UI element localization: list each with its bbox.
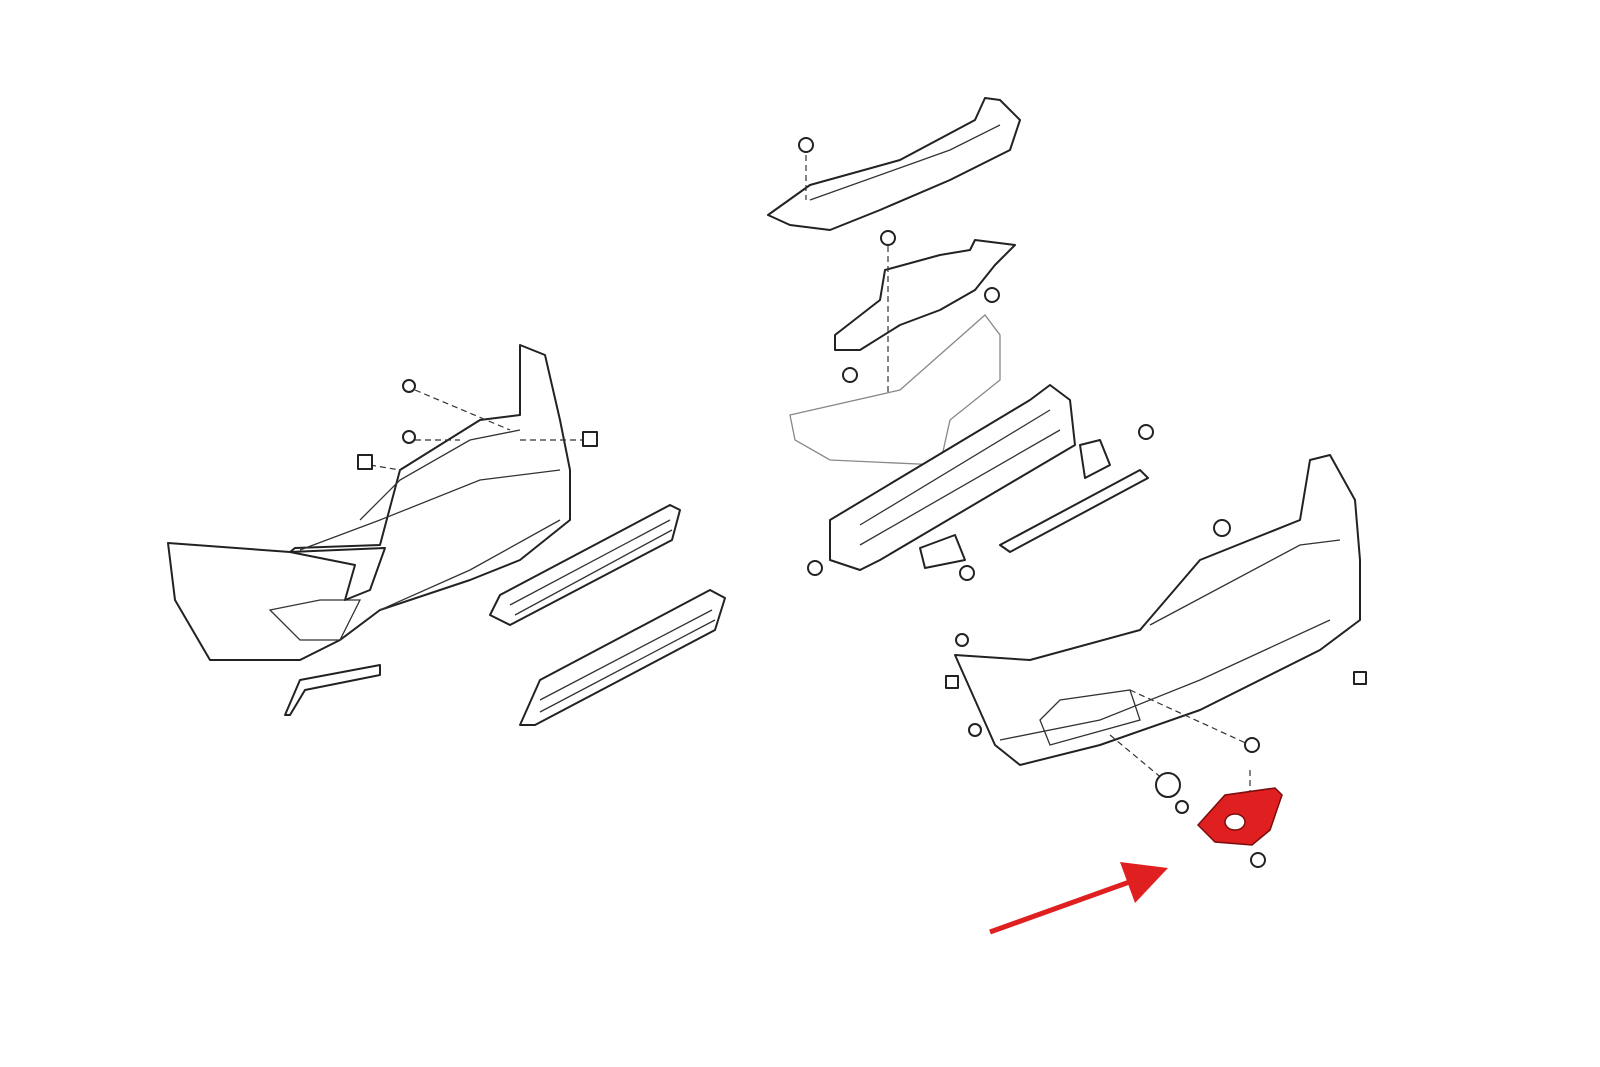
bumper-upper-cover xyxy=(767,97,1021,231)
upper-grille xyxy=(489,504,681,626)
lower-grille xyxy=(519,589,726,726)
pointer-arrow xyxy=(989,862,1168,935)
energy-absorber xyxy=(789,314,1001,466)
bumper-bracket xyxy=(834,230,1016,395)
fog-lamp-bezel-highlighted xyxy=(1196,787,1283,846)
bumper-cover-rear-view xyxy=(167,344,598,716)
front-bumper-cover xyxy=(945,454,1367,868)
bumper-reinforcement xyxy=(807,384,1154,581)
